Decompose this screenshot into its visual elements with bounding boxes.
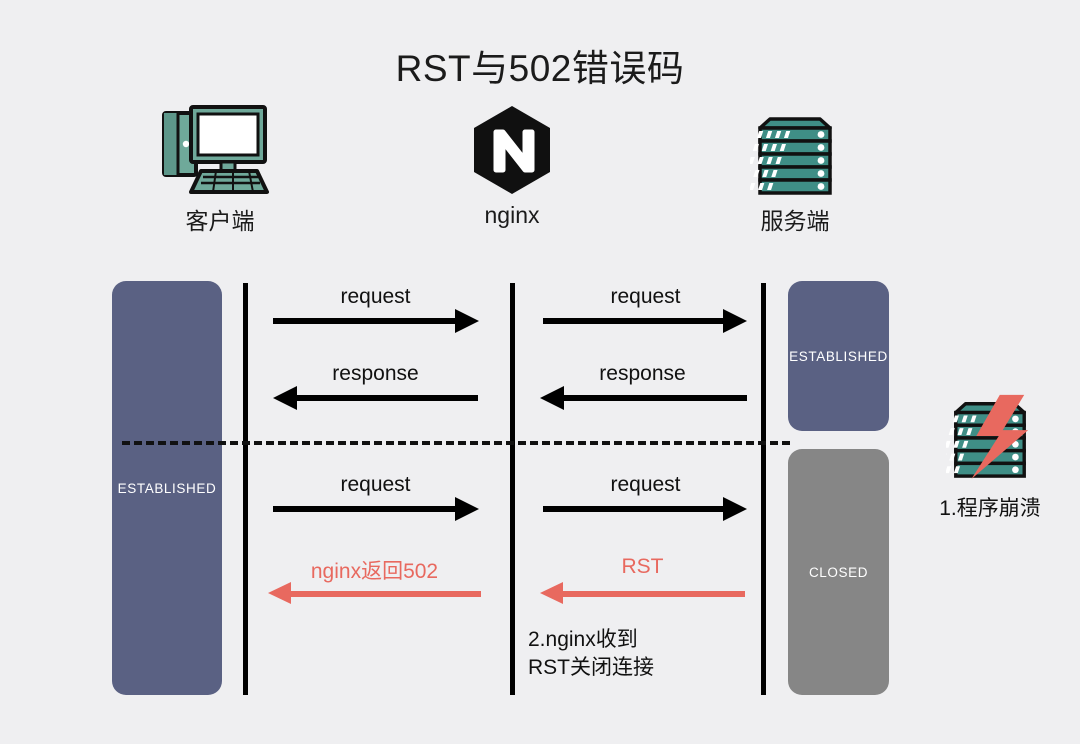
lifeline-server bbox=[761, 283, 766, 695]
message-server-nginx-rst: RST bbox=[540, 555, 745, 604]
desktop-computer-icon bbox=[162, 105, 269, 194]
actor-client: 客户端 bbox=[140, 104, 300, 236]
message-line bbox=[543, 506, 726, 512]
message-nginx-client-response-1: response bbox=[273, 362, 478, 410]
message-label: request bbox=[610, 285, 681, 308]
note-nginx-close: 2.nginx收到 RST关闭连接 bbox=[528, 628, 654, 679]
state-box-server-established: ESTABLISHED bbox=[788, 281, 889, 431]
state-box-server-established-label: ESTABLISHED bbox=[789, 348, 888, 364]
actor-server-label: 服务端 bbox=[760, 208, 830, 234]
lifeline-nginx bbox=[510, 283, 515, 695]
message-client-nginx-request-2: request bbox=[273, 473, 479, 521]
message-label: response bbox=[599, 362, 686, 385]
state-box-client-established-label: ESTABLISHED bbox=[117, 480, 217, 496]
message-label: request bbox=[340, 473, 411, 496]
arrow-head-left bbox=[540, 386, 564, 410]
message-label: RST bbox=[621, 555, 664, 578]
message-nginx-client-502: nginx返回502 bbox=[268, 555, 481, 604]
actor-server: 服务端 bbox=[715, 104, 875, 236]
message-label: request bbox=[610, 473, 681, 496]
message-server-nginx-response-1: response bbox=[540, 362, 747, 410]
actor-nginx-label: nginx bbox=[484, 202, 540, 228]
message-label: nginx返回502 bbox=[310, 560, 439, 583]
message-line bbox=[295, 395, 478, 401]
arrow-head-right bbox=[723, 497, 747, 521]
arrow-head-right bbox=[455, 497, 479, 521]
arrow-head-left bbox=[540, 582, 563, 604]
message-line bbox=[562, 395, 747, 401]
message-label: request bbox=[340, 285, 411, 308]
arrow-head-right bbox=[455, 309, 479, 333]
server-crash-icon bbox=[946, 394, 1029, 480]
note-crash-label: 1.程序崩溃 bbox=[939, 497, 1041, 520]
message-line bbox=[560, 591, 745, 597]
message-label: response bbox=[332, 362, 419, 385]
message-nginx-server-request-2: request bbox=[543, 473, 748, 521]
message-client-nginx-request-1: request bbox=[273, 285, 479, 333]
server-crash-group: 1.程序崩溃 bbox=[905, 388, 1075, 520]
arrow-head-left bbox=[268, 582, 291, 604]
state-box-server-closed: CLOSED bbox=[788, 449, 889, 695]
page-title: RST与502错误码 bbox=[395, 48, 685, 89]
server-rack-icon bbox=[750, 117, 832, 195]
actor-client-label: 客户端 bbox=[185, 208, 255, 234]
message-nginx-server-request-1: request bbox=[543, 285, 748, 333]
message-line bbox=[543, 318, 726, 324]
message-line bbox=[288, 591, 481, 597]
message-line bbox=[273, 506, 458, 512]
nginx-hexagon-logo bbox=[474, 106, 550, 194]
message-line bbox=[273, 318, 458, 324]
arrow-head-right bbox=[723, 309, 747, 333]
actor-nginx: nginx bbox=[432, 104, 592, 229]
state-box-server-closed-label: CLOSED bbox=[808, 564, 869, 580]
arrow-head-left bbox=[273, 386, 297, 410]
phase-divider bbox=[122, 441, 790, 445]
state-box-client-established: ESTABLISHED bbox=[112, 281, 222, 695]
lifeline-client bbox=[243, 283, 248, 695]
